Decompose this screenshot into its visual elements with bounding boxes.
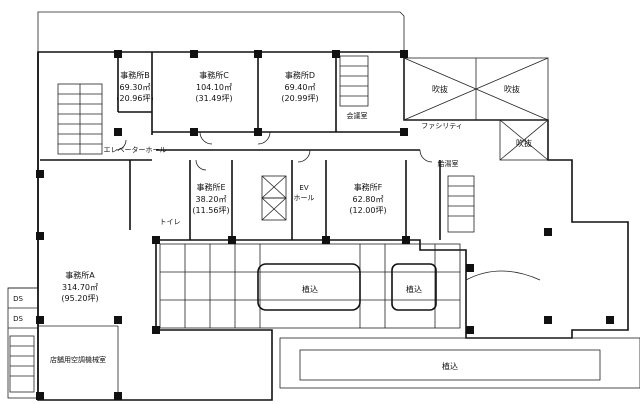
room-label-office-c: 事務所C 104.10㎡ (31.49坪) bbox=[195, 70, 232, 103]
office-f-area: 62.80㎡ bbox=[353, 195, 384, 204]
delivery-label: ファシリティ bbox=[421, 122, 463, 130]
elevator-shafts bbox=[261, 175, 287, 221]
stair-upper-left bbox=[57, 83, 103, 155]
outer-wall bbox=[37, 51, 629, 401]
office-e-name: 事務所E bbox=[196, 182, 225, 192]
meeting-room-label: 会議室 bbox=[347, 111, 368, 120]
room-label-office-d: 事務所D 69.40㎡ (20.99坪) bbox=[281, 70, 318, 103]
ev-label: EV bbox=[299, 184, 308, 192]
office-b-tsubo: (20.96坪) bbox=[116, 94, 153, 103]
stair-right bbox=[447, 175, 475, 233]
stair-lower-left bbox=[9, 335, 35, 393]
ds-label-1: DS bbox=[13, 295, 23, 303]
office-b-area: 69.30㎡ bbox=[120, 83, 151, 92]
void-label-3: 吹抜 bbox=[516, 138, 532, 148]
planting-bed-2 bbox=[391, 263, 437, 311]
toilet-label: トイレ bbox=[160, 218, 181, 226]
room-label-office-a: 事務所A 314.70㎡ (95.20坪) bbox=[61, 270, 98, 303]
office-c-name: 事務所C bbox=[199, 70, 229, 80]
void-label-1: 吹抜 bbox=[432, 84, 448, 94]
office-d-name: 事務所D bbox=[285, 70, 315, 80]
structural-columns bbox=[36, 50, 614, 400]
office-f-name: 事務所F bbox=[354, 182, 383, 192]
office-c-tsubo: (31.49坪) bbox=[195, 94, 232, 103]
office-b-name: 事務所B bbox=[120, 70, 150, 80]
office-a-name: 事務所A bbox=[65, 270, 95, 280]
office-a-tsubo: (95.20坪) bbox=[61, 294, 98, 303]
void-areas bbox=[403, 57, 549, 161]
machine-room-label: 店舗用空調機械室 bbox=[50, 355, 106, 364]
lower-planting-strip bbox=[279, 337, 640, 389]
ds-label-2: DS bbox=[13, 315, 23, 323]
door-swings bbox=[115, 131, 433, 171]
curved-canopy bbox=[465, 270, 541, 281]
office-d-area: 69.40㎡ bbox=[285, 83, 316, 92]
planting-label-3: 植込 bbox=[442, 361, 458, 371]
void-label-2: 吹抜 bbox=[504, 84, 520, 94]
room-label-office-f: 事務所F 62.80㎡ (12.00坪) bbox=[349, 182, 386, 215]
stair-upper-right bbox=[339, 55, 369, 107]
room-label-office-b: 事務所B 69.30㎡ (20.96坪) bbox=[116, 70, 153, 103]
site-boundary bbox=[37, 11, 405, 53]
planting-label-2: 植込 bbox=[406, 284, 422, 294]
ev-hall-label: ホール bbox=[294, 194, 315, 202]
planting-bed-1 bbox=[257, 263, 361, 311]
pantry-label: 給湯室 bbox=[438, 159, 459, 168]
office-e-area: 38.20㎡ bbox=[196, 195, 227, 204]
room-label-office-e: 事務所E 38.20㎡ (11.56坪) bbox=[192, 182, 229, 215]
office-f-tsubo: (12.00坪) bbox=[349, 206, 386, 215]
office-c-area: 104.10㎡ bbox=[196, 83, 232, 92]
planting-label-1: 植込 bbox=[302, 284, 318, 294]
interior-walls bbox=[7, 52, 441, 400]
office-e-tsubo: (11.56坪) bbox=[192, 206, 229, 215]
office-d-tsubo: (20.99坪) bbox=[281, 94, 318, 103]
elevator-hall-label: エレベーターホール bbox=[104, 145, 167, 154]
office-a-area: 314.70㎡ bbox=[62, 283, 98, 292]
